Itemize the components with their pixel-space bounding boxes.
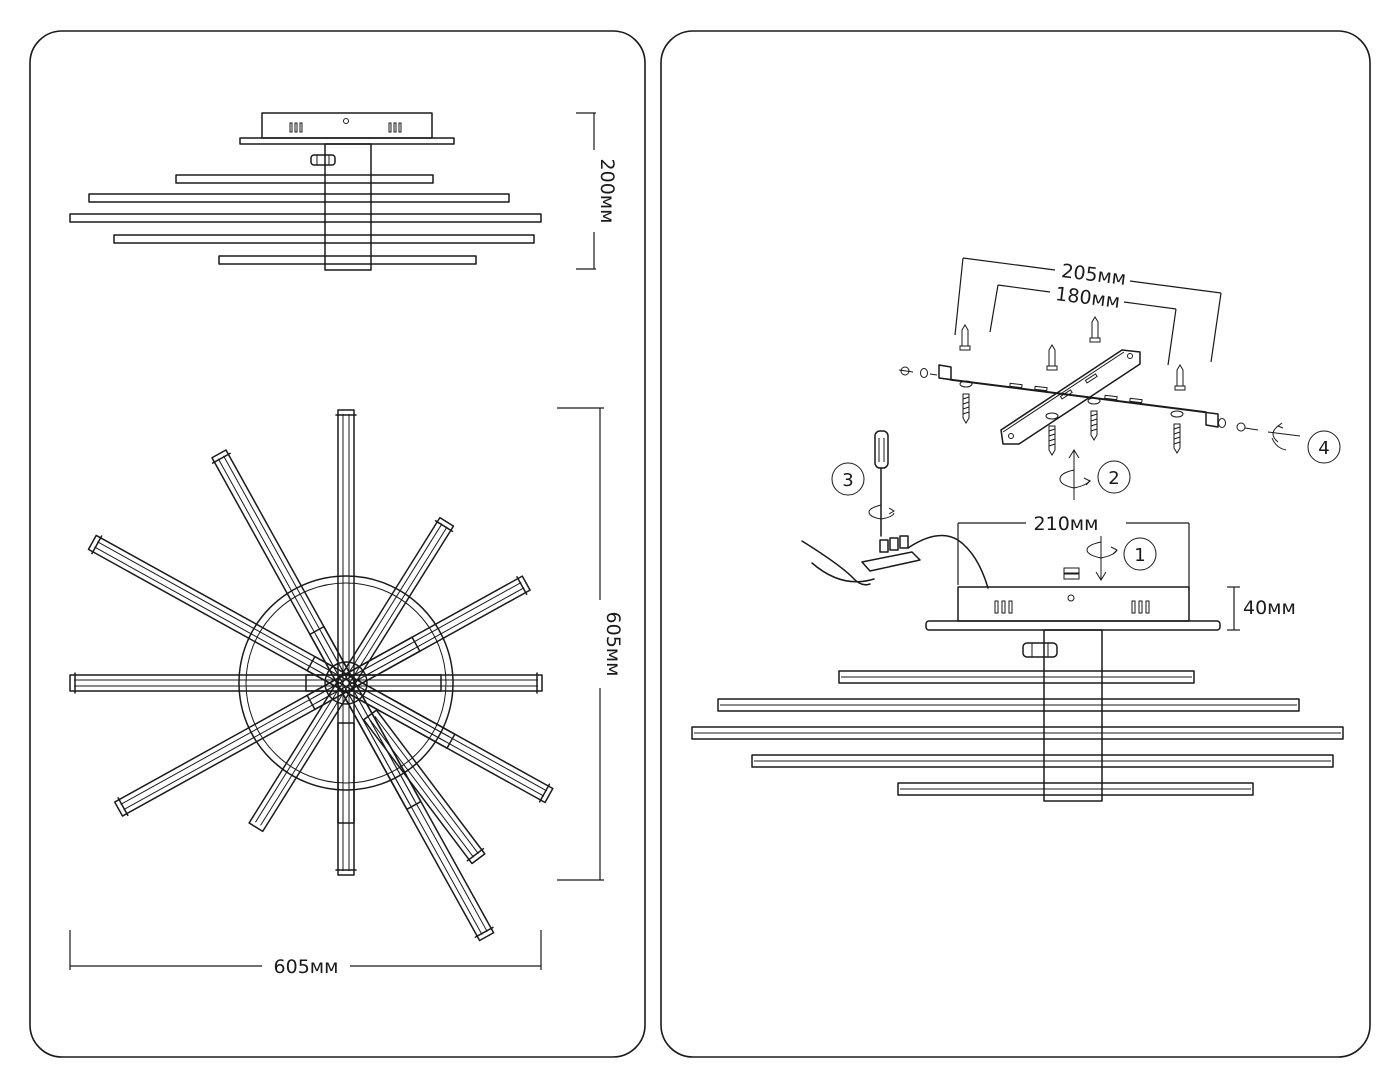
terminal-block (801, 534, 989, 589)
screw-1 (959, 380, 973, 424)
wall-plug-1 (959, 324, 971, 351)
spoke-bar-11 (306, 575, 531, 711)
step-badge-3: 3 (831, 462, 865, 496)
step-2-number: 2 (1108, 468, 1119, 489)
top-view: 605мм 605мм (69, 407, 624, 978)
bracket-assembly: 205мм 180мм (898, 257, 1301, 500)
wall-plug-2 (1089, 316, 1101, 343)
center-hub (324, 661, 368, 705)
canopy-front: 210мм 40мм (925, 513, 1296, 631)
screw-2 (1045, 412, 1059, 456)
canopy-front-vents-left (994, 600, 1013, 614)
side-view: 200мм (69, 112, 618, 271)
mounting-screws (959, 380, 1184, 456)
screw-4 (1170, 410, 1184, 454)
side-bars (69, 174, 542, 265)
step-badge-2: 2 (1097, 460, 1131, 494)
dimension-605-horizontal: 605мм (69, 930, 542, 978)
width-label-605: 605мм (274, 956, 339, 978)
screwdriver (868, 430, 895, 537)
canopy-vents-left (289, 122, 303, 133)
side-screw-left (898, 366, 938, 378)
step-3-number: 3 (842, 470, 853, 491)
wall-plugs (959, 316, 1186, 391)
canopy-height-label: 40мм (1243, 597, 1296, 619)
lamp-stem (1043, 629, 1103, 802)
wall-plug-4 (1174, 364, 1186, 391)
rotate-arrow-2 (1059, 449, 1091, 500)
canopy-screw-hole (343, 118, 349, 124)
stem (324, 143, 372, 271)
canopy-front-vents-right (1131, 600, 1150, 614)
spoke-bar-8 (362, 709, 486, 865)
step-1-number: 1 (1134, 545, 1145, 566)
canopy-nut (1063, 567, 1080, 580)
dimension-210: 210мм (957, 513, 1190, 590)
spoke-bar-7 (335, 722, 357, 876)
wall-plug-3 (1046, 344, 1058, 371)
spokes (69, 409, 554, 942)
dimension-40: 40мм (1227, 586, 1296, 631)
lamp-body (691, 629, 1344, 802)
spoke-bar-12 (248, 516, 455, 833)
side-screw-right (1218, 418, 1301, 451)
dimension-605-vertical: 605мм (557, 407, 624, 881)
canopy-vents-right (388, 122, 402, 133)
bracket-cross-bar (1000, 349, 1141, 445)
screw-3 (1087, 397, 1101, 441)
inner-ring (245, 582, 447, 784)
step-badge-1: 1 (1123, 537, 1157, 571)
step-badge-4: 4 (1307, 430, 1341, 464)
height-label-605: 605мм (602, 612, 624, 677)
height-label-200: 200мм (596, 159, 618, 224)
step-4-number: 4 (1318, 438, 1329, 459)
bracket-long-bar (938, 364, 1219, 428)
cable-connector (310, 154, 336, 166)
lamp-connector (1022, 642, 1058, 658)
dimension-200: 200мм (576, 112, 618, 270)
outer-ring (238, 575, 454, 791)
right-panel (660, 30, 1371, 1058)
lamp-bars (691, 670, 1344, 796)
rotate-arrow-1 (1086, 536, 1118, 581)
canopy-width-label: 210мм (1034, 513, 1099, 535)
